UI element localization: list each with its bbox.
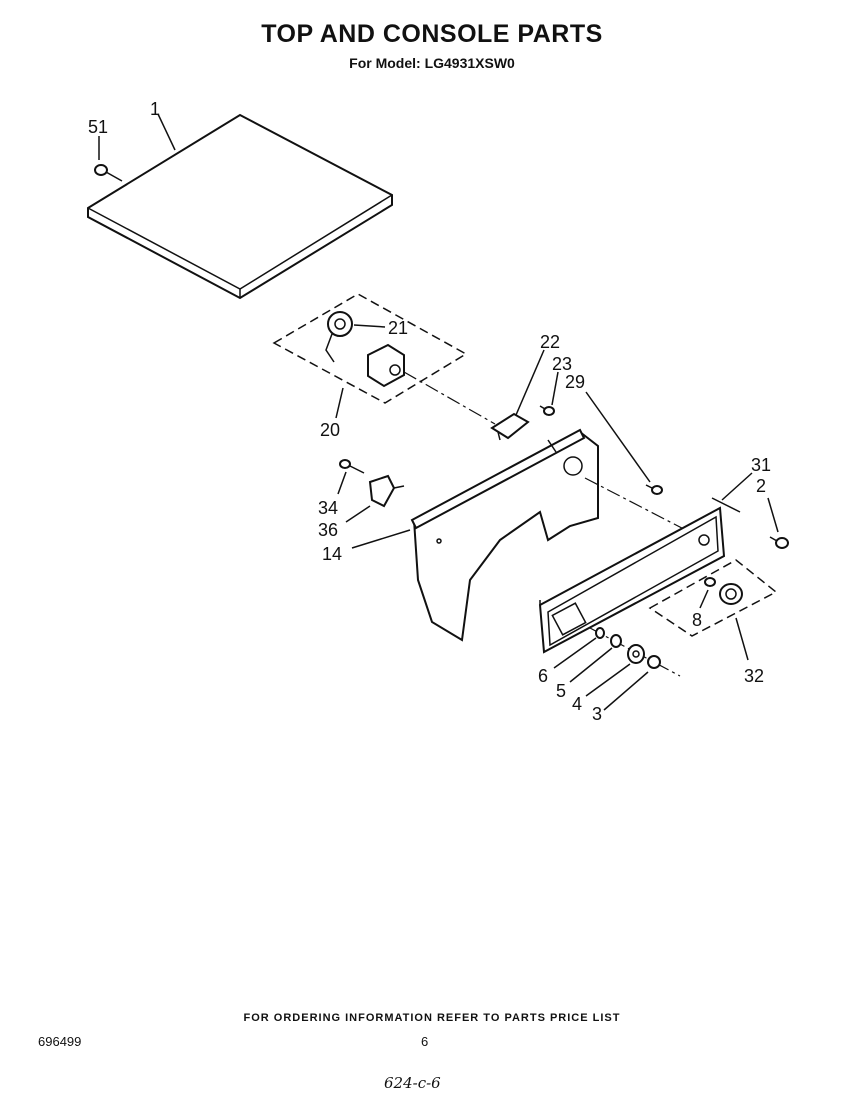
switch-block-20 — [367, 343, 405, 388]
ordering-note: FOR ORDERING INFORMATION REFER TO PARTS … — [243, 1012, 621, 1024]
handwritten-note: 624-c-6 — [384, 1074, 441, 1092]
top-panel — [87, 113, 393, 300]
callout-8: 8 — [692, 610, 702, 630]
callout-3: 3 — [592, 704, 602, 724]
screw-23 — [539, 405, 555, 416]
callout-29: 29 — [565, 372, 585, 392]
screw-51 — [94, 164, 123, 182]
screw-34 — [339, 459, 365, 474]
leader-lines — [98, 113, 779, 711]
callout-34: 34 — [318, 498, 338, 518]
console-housing-14 — [410, 428, 599, 642]
callout-5: 5 — [556, 681, 566, 701]
callout-6: 6 — [538, 666, 548, 686]
thermostat-21 — [325, 311, 353, 363]
page-number: 6 — [421, 1034, 429, 1049]
document-number: 696499 — [38, 1034, 82, 1049]
washer-6 — [595, 627, 605, 639]
bushing-4 — [627, 644, 645, 664]
callout-1: 1 — [150, 99, 160, 119]
knob-32 — [719, 583, 743, 605]
callout-22: 22 — [540, 332, 560, 352]
bracket-22 — [490, 412, 530, 441]
callout-2: 2 — [756, 476, 766, 496]
group-box-20 — [272, 293, 468, 404]
control-panel-31 — [538, 506, 726, 654]
nut-3 — [647, 655, 661, 669]
callout-51: 51 — [88, 117, 108, 137]
callout-23: 23 — [552, 354, 572, 374]
callout-32: 32 — [744, 666, 764, 686]
callout-36: 36 — [318, 520, 338, 540]
timer-36 — [368, 474, 405, 508]
screw-2 — [769, 536, 789, 549]
washer-5 — [610, 634, 622, 648]
callout-20: 20 — [320, 420, 340, 440]
callout-21: 21 — [388, 318, 408, 338]
screw-29 — [645, 484, 663, 495]
callout-14: 14 — [322, 544, 342, 564]
model-subtitle: For Model: LG4931XSW0 — [349, 55, 515, 71]
callout-4: 4 — [572, 694, 582, 714]
callout-31: 31 — [751, 455, 771, 475]
page-title: TOP AND CONSOLE PARTS — [261, 20, 603, 48]
spring-8 — [704, 577, 716, 587]
